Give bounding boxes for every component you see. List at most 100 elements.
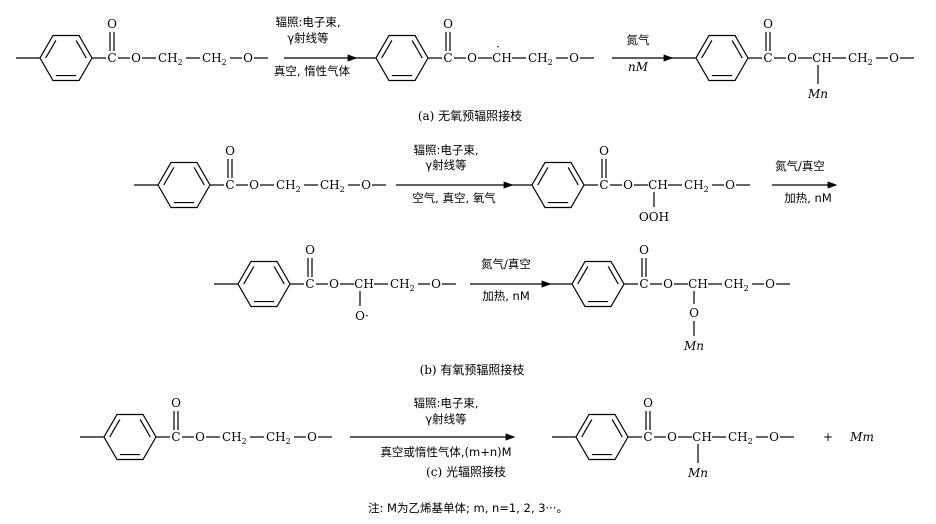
b-peroxide-carbonyl-o: O <box>599 144 609 158</box>
a-radical-radical-dot: · <box>496 40 500 54</box>
ring-double-bond <box>581 419 593 438</box>
ring-double-bond <box>109 419 121 438</box>
ring-double-bond <box>607 266 619 285</box>
c-reactant-carbonyl-o: O <box>171 396 181 410</box>
b-reactant-benzene <box>157 161 211 209</box>
c-product-ch2: CH2 <box>728 430 753 446</box>
c-caption: (c) 光辐照接枝 <box>426 464 506 479</box>
footnote: 注: M为乙烯基单体; m, n=1, 2, 3···。 <box>368 501 568 515</box>
a-reactant-ch2-2: CH2 <box>202 51 227 67</box>
b-reactant-ester-o: O <box>249 178 259 192</box>
b-product-carbonyl-o: O <box>639 243 649 257</box>
b-product-carbonyl-c: C <box>639 277 648 291</box>
a-radical-benzene <box>375 34 429 82</box>
b-arrow3-bottom: 加热, nM <box>482 289 530 303</box>
a-product-ether-o: O <box>889 51 899 65</box>
a-radical-ether-o: O <box>569 51 579 65</box>
ring-double-bond <box>139 419 151 438</box>
ring-double-bond <box>163 167 175 186</box>
c-product-substituent: Mn <box>687 466 708 480</box>
ring-double-bond <box>731 40 743 59</box>
c-reactant-ch2-2: CH2 <box>266 430 291 446</box>
c-product-carbonyl-o: O <box>643 396 653 410</box>
b-reactant-carbonyl-o: O <box>225 144 235 158</box>
ring-double-bond <box>701 40 713 59</box>
c-product-ch: CH <box>692 430 712 444</box>
a-radical-ch: CH <box>492 51 512 65</box>
b-product-ch: CH <box>688 277 708 291</box>
b-product-sub-o: O <box>689 306 699 320</box>
a-arrow1-top2: γ射线等 <box>287 31 328 45</box>
b-peroxide-ch2: CH2 <box>684 178 709 194</box>
b-peroxide-carbonyl-c: C <box>599 178 608 192</box>
a-reactant-benzene <box>39 34 93 82</box>
c-product-carbonyl-c: C <box>643 430 652 444</box>
b-product-ester-o: O <box>663 277 673 291</box>
b-product-substituent: Mn <box>683 339 704 353</box>
a-radical-carbonyl-o: O <box>443 17 453 31</box>
c-reactant-carbonyl-c: C <box>171 430 180 444</box>
a-product-substituent: Mn <box>807 87 828 101</box>
b-caption: (b) 有氧预辐照接枝 <box>420 362 525 377</box>
a-product-benzene <box>695 34 749 82</box>
b-alkoxy-carbonyl-o: O <box>305 243 315 257</box>
a-radical-ch2: CH2 <box>528 51 553 67</box>
a-caption: (a) 无氧预辐照接枝 <box>418 108 522 123</box>
b-arrow1-top2: γ射线等 <box>425 158 466 172</box>
b-reactant-ch2-1: CH2 <box>276 178 301 194</box>
b-peroxide-ch: CH <box>648 178 668 192</box>
b-alkoxy-substituent: O· <box>355 309 369 323</box>
a-arrow1-top1: 辐照:电子束, <box>275 15 340 29</box>
b-peroxide-ether-o: O <box>725 178 735 192</box>
c-homopolymer: Mm <box>849 430 874 444</box>
c-product-ether-o: O <box>769 430 779 444</box>
c-reactant-ether-o: O <box>307 430 317 444</box>
ring-double-bond <box>577 266 589 285</box>
a-product-ester-o: O <box>787 51 797 65</box>
ring-double-bond <box>381 40 393 59</box>
ring-double-bond <box>411 40 423 59</box>
a-reactant-ch2-1: CH2 <box>158 51 183 67</box>
ring-double-bond <box>537 167 549 186</box>
ring-double-bond <box>567 167 579 186</box>
b-alkoxy-ch: CH <box>354 277 374 291</box>
a-product-ch2: CH2 <box>848 51 873 67</box>
c-reactant-benzene <box>103 413 157 461</box>
c-reactant-ch2-1: CH2 <box>222 430 247 446</box>
ring-double-bond <box>193 167 205 186</box>
a-product-carbonyl-o: O <box>763 17 773 31</box>
ring-double-bond <box>243 266 255 285</box>
c-product-ester-o: O <box>667 430 677 444</box>
a-product-ch: CH <box>812 51 832 65</box>
ring-double-bond <box>45 40 57 59</box>
a-arrow2-bottom: nM <box>628 60 649 74</box>
a-arrow2-top: 氮气 <box>627 33 650 47</box>
c-product-benzene <box>575 413 629 461</box>
a-reactant-ether-o: O <box>243 51 253 65</box>
ring-double-bond <box>611 419 623 438</box>
b-arrow1-top1: 辐照:电子束, <box>413 143 478 157</box>
c-arrow1-top2: γ射线等 <box>425 412 466 426</box>
b-reactant-carbonyl-c: C <box>225 178 234 192</box>
b-product-ch2: CH2 <box>724 277 749 293</box>
b-product-ether-o: O <box>765 277 775 291</box>
b-product-benzene <box>571 260 625 308</box>
b-peroxide-ester-o: O <box>623 178 633 192</box>
a-radical-carbonyl-c: C <box>443 51 452 65</box>
b-reactant-ether-o: O <box>361 178 371 192</box>
b-alkoxy-ether-o: O <box>431 277 441 291</box>
a-reactant-carbonyl-o: O <box>107 17 117 31</box>
b-arrow2-bottom: 加热, nM <box>784 191 832 205</box>
b-reactant-ch2-2: CH2 <box>320 178 345 194</box>
b-alkoxy-ester-o: O <box>329 277 339 291</box>
b-alkoxy-ch2: CH2 <box>390 277 415 293</box>
b-arrow1-bottom: 空气, 真空, 氧气 <box>412 191 496 205</box>
b-alkoxy-benzene <box>237 260 291 308</box>
c-reactant-ester-o: O <box>195 430 205 444</box>
c-arrow1-bottom: 真空或惰性气体,(m+n)M <box>380 445 511 459</box>
b-arrow3-top: 氮气/真空 <box>481 257 531 271</box>
ring-double-bond <box>273 266 285 285</box>
b-arrow2-top: 氮气/真空 <box>775 159 825 173</box>
b-alkoxy-carbonyl-c: C <box>305 277 314 291</box>
